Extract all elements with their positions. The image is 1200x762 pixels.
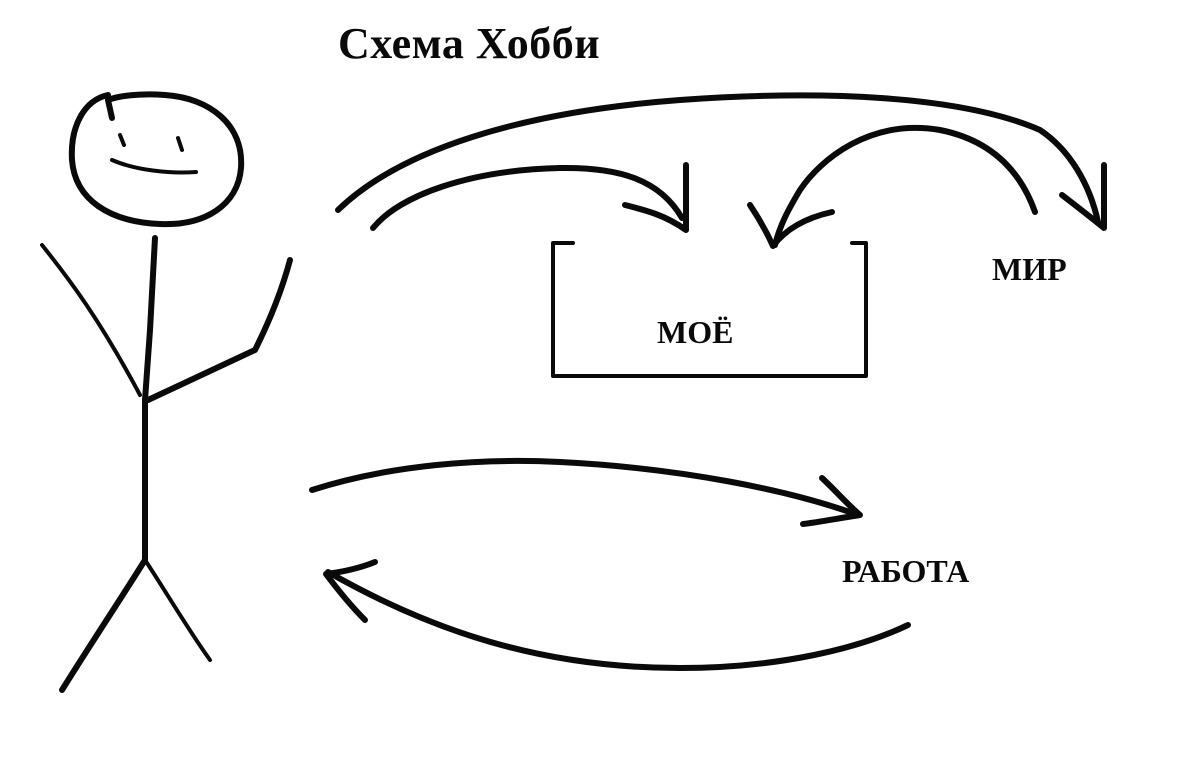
node-label-world: МИР	[992, 251, 1067, 287]
arrow-person-to-mine	[370, 162, 689, 233]
mine-box	[551, 241, 868, 378]
figure-left-eye	[118, 133, 126, 147]
figure-smile	[110, 158, 198, 175]
figure-left-leg	[59, 557, 148, 693]
arrow-work-to-person	[323, 559, 911, 671]
arrow-person-to-world	[335, 92, 1107, 231]
node-label-mine: МОЁ	[657, 314, 734, 350]
arrow-person-to-work	[309, 457, 863, 527]
arrow-world-to-mine	[747, 124, 1038, 249]
figure-head	[68, 91, 245, 228]
figure-right-leg	[143, 558, 212, 662]
figure-right-arm	[145, 257, 293, 403]
figure-right-eye	[176, 136, 184, 152]
diagram-title: Схема Хобби	[338, 19, 601, 68]
figure-torso	[142, 235, 158, 563]
node-label-work: РАБОТА	[842, 553, 970, 589]
stick-figure	[40, 91, 293, 693]
figure-left-arm	[40, 243, 142, 397]
